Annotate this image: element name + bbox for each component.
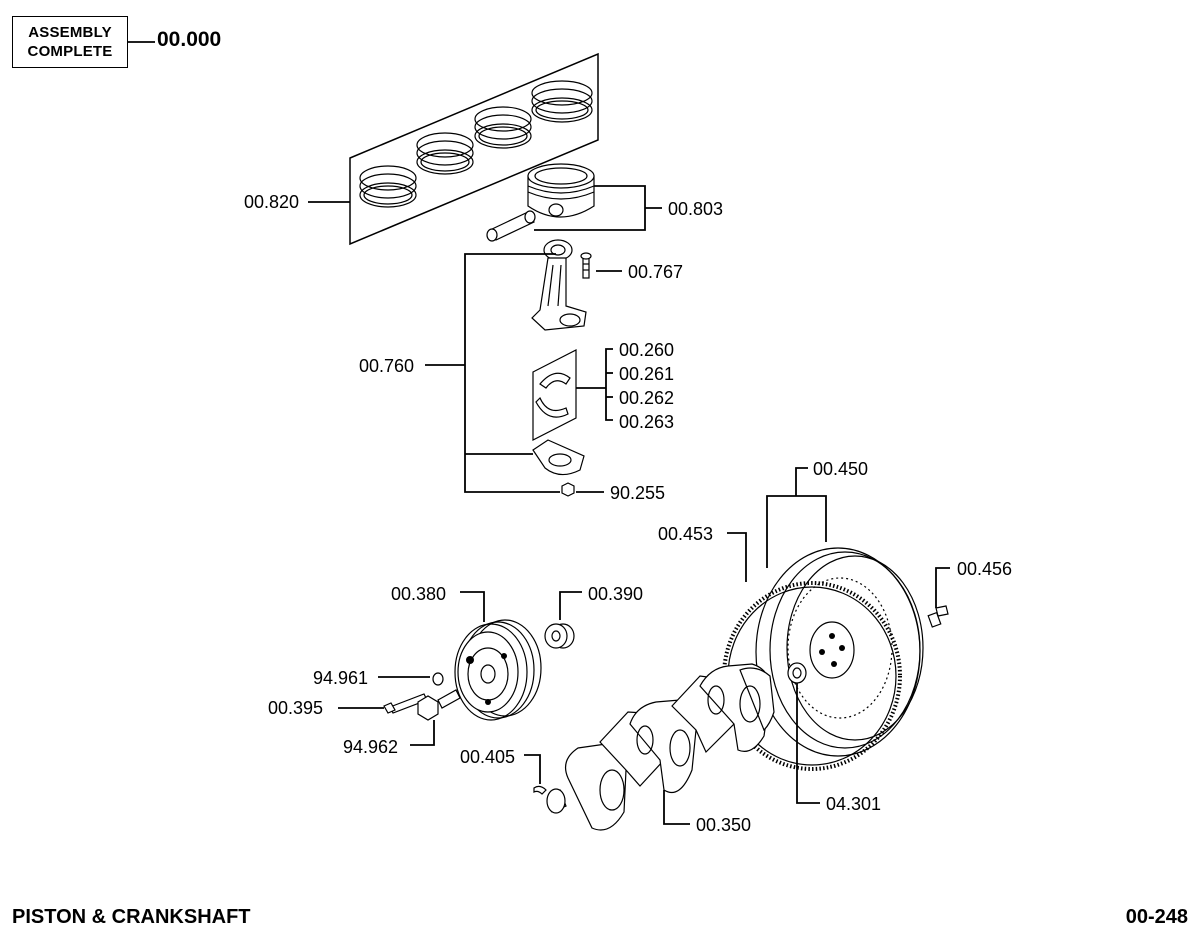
callout-00390: 00.390	[588, 584, 643, 604]
leader-04301	[796, 683, 820, 804]
callout-00760: 00.760	[359, 356, 414, 376]
callout-00261: 00.261	[619, 364, 674, 384]
piston-pin	[486, 210, 536, 242]
piston-ring-set-4	[531, 80, 593, 123]
callout-00803: 00.803	[668, 199, 723, 219]
bearing-shells-panel	[532, 349, 577, 441]
assembly-complete-box: ASSEMBLY COMPLETE	[12, 16, 128, 68]
leader-00456	[935, 567, 950, 608]
callout-00453: 00.453	[658, 524, 713, 544]
callout-00405: 00.405	[460, 747, 515, 767]
piston-ring-set-1	[359, 165, 417, 208]
callout-00395: 00.395	[268, 698, 323, 718]
flywheel	[755, 547, 924, 757]
crankshaft	[546, 663, 775, 831]
pulley-washer	[544, 623, 575, 649]
callout-94961: 94.961	[313, 668, 368, 688]
leader-00380	[460, 591, 485, 622]
callout-00450: 00.450	[813, 459, 868, 479]
connecting-rod-bolt	[580, 252, 592, 279]
page-number: 00-248	[1125, 906, 1188, 928]
piston	[527, 163, 595, 218]
connecting-rod-nut	[561, 482, 575, 497]
connecting-rod-cap	[532, 439, 585, 476]
piston-ring-set-3	[474, 106, 532, 149]
callout-00263: 00.263	[619, 412, 674, 432]
callout-00380: 00.380	[391, 584, 446, 604]
bracket-00760	[464, 253, 560, 493]
leader-94962	[410, 720, 435, 746]
callout-00350: 00.350	[696, 815, 751, 835]
pilot-bushing	[787, 662, 807, 684]
assembly-box-label-line2: COMPLETE	[27, 43, 113, 60]
connecting-rod	[531, 239, 587, 331]
leader-00350	[663, 790, 690, 825]
callout-90255: 90.255	[610, 483, 665, 503]
leader-00453	[727, 532, 747, 582]
diagram-title: PISTON & CRANKSHAFT	[12, 906, 251, 928]
pulley-bolt	[383, 693, 428, 714]
flywheel-bolt	[927, 605, 949, 628]
crankshaft-pulley	[454, 619, 542, 721]
assembly-box-label-line1: ASSEMBLY	[28, 24, 112, 41]
callout-04301: 04.301	[826, 794, 881, 814]
assembly-number: 00.000	[157, 28, 222, 51]
leader-00450	[795, 467, 808, 496]
connecting-rod-bearing-shells	[535, 372, 571, 418]
callout-00820: 00.820	[244, 192, 299, 212]
callout-00260: 00.260	[619, 340, 674, 360]
leader-00390	[559, 591, 582, 620]
callout-94962: 94.962	[343, 737, 398, 757]
crankshaft-key	[533, 785, 547, 795]
bracket-00260-263	[605, 348, 613, 421]
small-washer	[432, 672, 444, 686]
piston-ring-set-2	[416, 132, 474, 175]
hex-bolt	[417, 689, 461, 721]
callout-00767: 00.767	[628, 262, 683, 282]
leader-00405	[524, 754, 541, 784]
bracket-00450	[766, 495, 827, 568]
callout-00456: 00.456	[957, 559, 1012, 579]
callout-00262: 00.262	[619, 388, 674, 408]
